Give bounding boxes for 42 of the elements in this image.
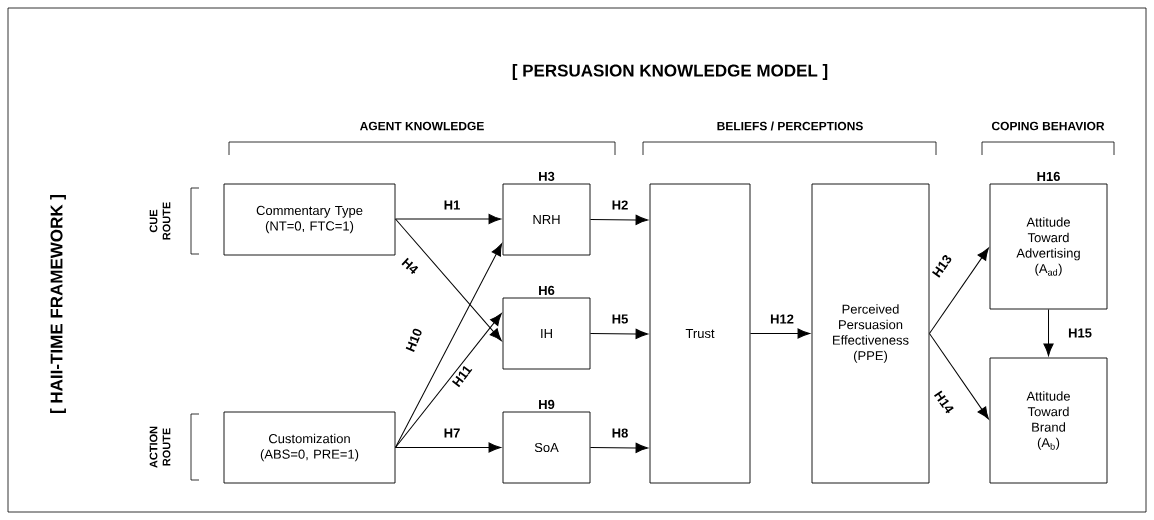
construct-box: Trust (649, 183, 751, 484)
edge-label: H4 (401, 257, 419, 275)
hypothesis-label: H9 (539, 399, 555, 409)
section-heading: AGENT KNOWLEDGE (359, 121, 484, 131)
edge-label: H10 (405, 328, 422, 352)
construct-box: Commentary Type (NT=0, FTC=1) (223, 183, 396, 256)
route-label: ACTION ROUTE (149, 426, 171, 468)
edge-label: H7 (444, 428, 460, 438)
section-heading: COPING BEHAVIOR (991, 121, 1105, 131)
arrow (394, 313, 502, 448)
construct-box: IH (502, 297, 591, 370)
section-heading: BELIEFS / PERCEPTIONS (717, 121, 863, 131)
hypothesis-label: H3 (539, 171, 555, 181)
construct-box: Attitude Toward Advertising (A$_{ad}$) (989, 183, 1108, 310)
construct-box: Attitude Toward Brand (A$_{b}$) (989, 357, 1108, 484)
arrow (589, 214, 649, 225)
route-label: CUE ROUTE (149, 202, 171, 240)
arrow (1043, 308, 1054, 357)
hypothesis-label: H16 (1037, 171, 1060, 181)
construct-box: Perceived Persuasion Effectiveness (PPE) (811, 183, 930, 484)
arrow (394, 218, 502, 341)
hypothesis-label: H6 (539, 285, 555, 295)
edge-label: H15 (1068, 328, 1092, 338)
arrow (928, 247, 989, 334)
construct-box: NRH (502, 183, 591, 256)
edge-label: H5 (612, 314, 628, 324)
arrow (394, 213, 502, 225)
arrow (928, 333, 989, 420)
arrow (589, 328, 649, 339)
edge-label: H12 (770, 314, 794, 324)
edge-label: H1 (444, 200, 460, 210)
construct-box: Customization (ABS=0, PRE=1) (223, 411, 396, 484)
framework-label: [ HAII-TIME FRAMEWORK ] (50, 194, 66, 414)
edge-label: H8 (612, 428, 628, 438)
edge-label: H2 (612, 200, 628, 210)
edge-label: H11 (452, 366, 473, 388)
arrow (394, 243, 503, 448)
title: [ PERSUASION KNOWLEDGE MODEL ] (512, 64, 828, 80)
arrow (589, 442, 649, 453)
arrow (394, 442, 502, 453)
arrow (749, 328, 811, 339)
construct-box: SoA (502, 411, 591, 484)
